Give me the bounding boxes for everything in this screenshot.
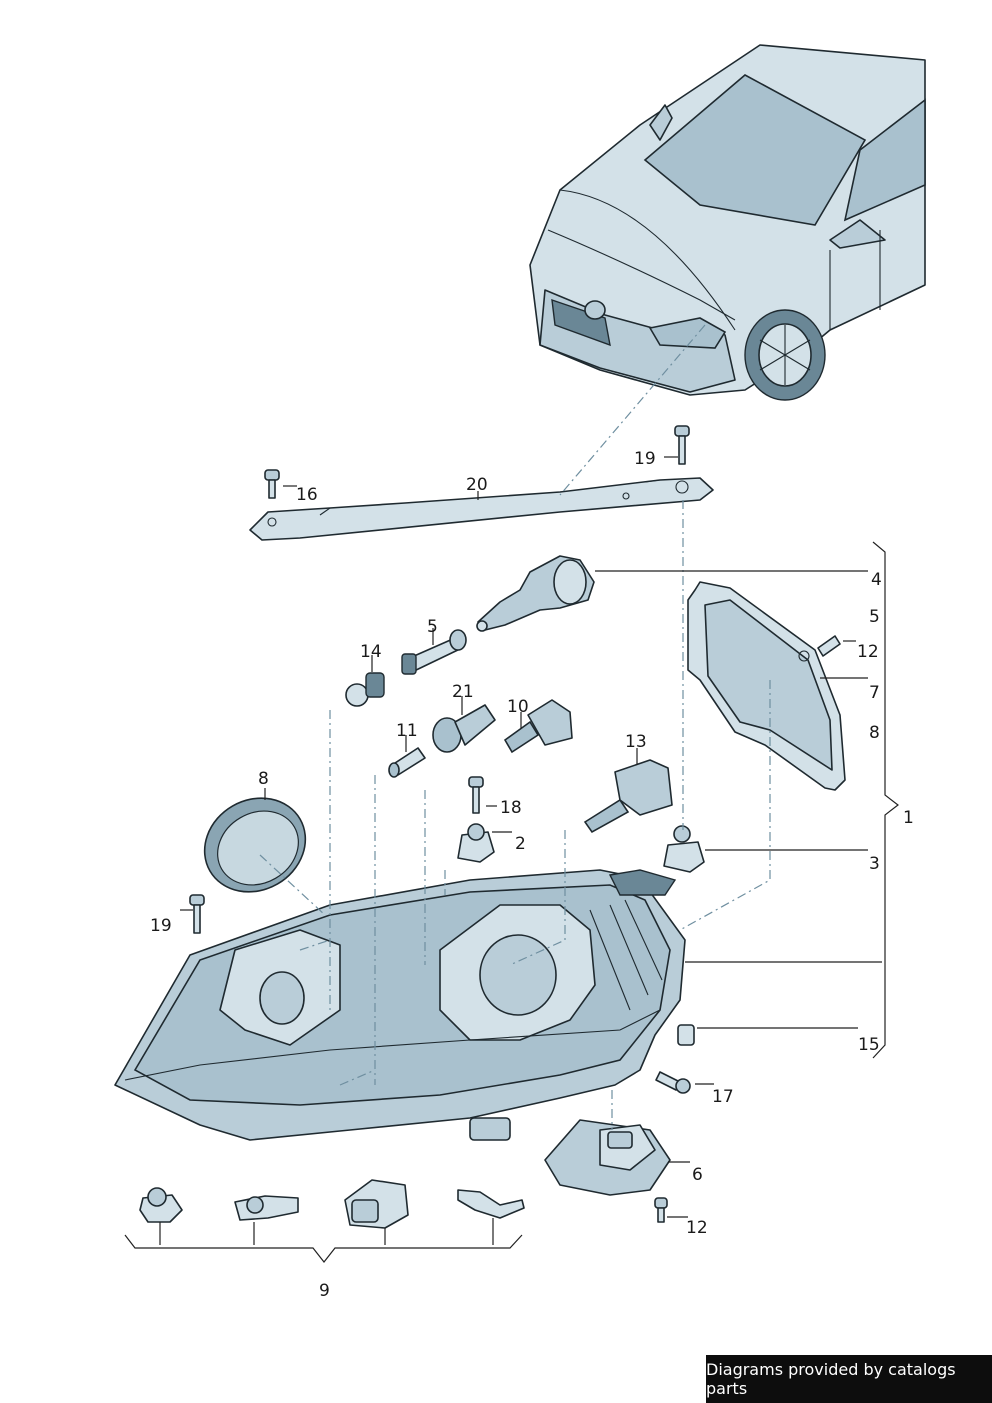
leader-lines: [124, 456, 899, 1263]
bulb-14: [345, 672, 385, 707]
callout-5-right: 5: [869, 607, 880, 627]
screw-16: [264, 469, 280, 499]
callout-20: 20: [466, 475, 488, 495]
vehicle-illustration: [529, 44, 926, 401]
screw-17: [655, 1071, 691, 1094]
callout-15: 15: [858, 1035, 880, 1055]
projection-lines: [259, 324, 771, 1130]
screw-19-left: [189, 894, 205, 934]
callout-19-left: 19: [150, 916, 172, 936]
callout-21: 21: [452, 682, 474, 702]
callout-18: 18: [500, 798, 522, 818]
callout-1: 1: [903, 808, 914, 828]
callout-5: 5: [427, 617, 438, 637]
callout-12-top: 12: [857, 642, 879, 662]
callout-16: 16: [296, 485, 318, 505]
callout-3: 3: [869, 854, 880, 874]
set-9-parts: [139, 1179, 525, 1229]
callout-11: 11: [396, 721, 418, 741]
callout-8: 8: [258, 769, 269, 789]
screw-18: [468, 776, 484, 814]
bulb-5: [401, 629, 467, 675]
control-unit-6: [544, 1119, 671, 1196]
clip-3: [663, 825, 705, 873]
ring-8: [203, 797, 307, 893]
callout-19-top: 19: [634, 449, 656, 469]
callout-13: 13: [625, 732, 647, 752]
bulb-21: [432, 704, 496, 753]
carrier-bracket-20: [249, 477, 714, 541]
xenon-bulb-13: [583, 759, 673, 834]
cover-7: [687, 581, 846, 791]
part-15: [677, 1024, 695, 1046]
callout-4: 4: [871, 570, 882, 590]
actuator-4: [476, 555, 595, 632]
credit-banner: Diagrams provided by catalogs parts: [706, 1355, 992, 1403]
clip-2: [457, 823, 495, 863]
screw-19-top: [674, 425, 690, 465]
callout-12-bottom: 12: [686, 1218, 708, 1238]
callout-9: 9: [319, 1281, 330, 1301]
callout-10: 10: [507, 697, 529, 717]
callout-14: 14: [360, 642, 382, 662]
headlight-housing: [114, 869, 686, 1141]
screw-12-top: [817, 635, 841, 657]
credit-text: Diagrams provided by catalogs parts: [706, 1360, 956, 1398]
bulb-11: [388, 747, 426, 778]
callout-7: 7: [869, 683, 880, 703]
callout-8-right: 8: [869, 723, 880, 743]
callout-6: 6: [692, 1165, 703, 1185]
callout-17: 17: [712, 1087, 734, 1107]
callout-labels: 20 16 19 4 5 5 12 14 7 21 10 8 11 13 8 1…: [150, 449, 914, 1301]
callout-2: 2: [515, 834, 526, 854]
screw-12-bottom: [654, 1197, 668, 1223]
bulb-10: [503, 699, 573, 754]
